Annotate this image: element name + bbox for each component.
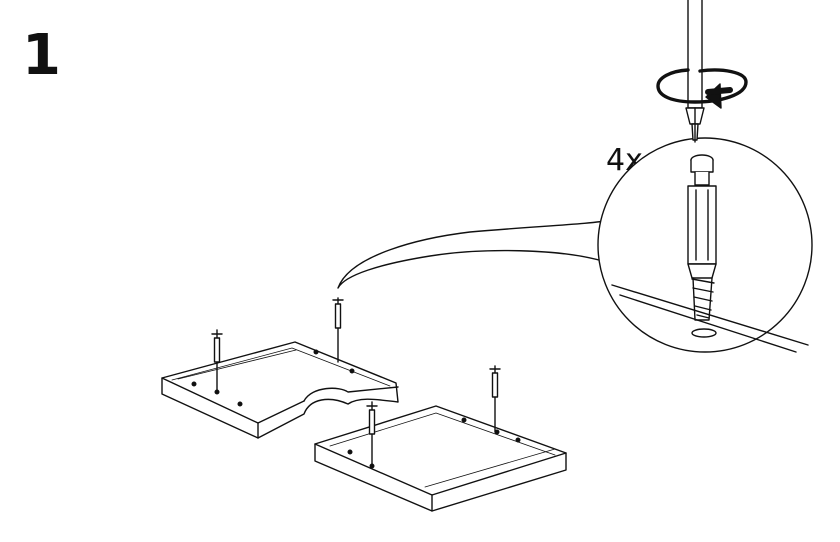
- pin-2: [332, 297, 344, 363]
- pin-4: [489, 365, 501, 433]
- pin-3: [366, 401, 378, 467]
- step-number: 1: [22, 23, 61, 88]
- pin-1: [211, 329, 223, 393]
- left-panel: [161, 341, 399, 439]
- rotation-arrow-icon: [656, 68, 748, 109]
- dowel-icon: [687, 154, 717, 321]
- screwdriver-icon: [685, 0, 705, 143]
- right-panel: [314, 405, 567, 512]
- callout-pointer: [337, 219, 613, 289]
